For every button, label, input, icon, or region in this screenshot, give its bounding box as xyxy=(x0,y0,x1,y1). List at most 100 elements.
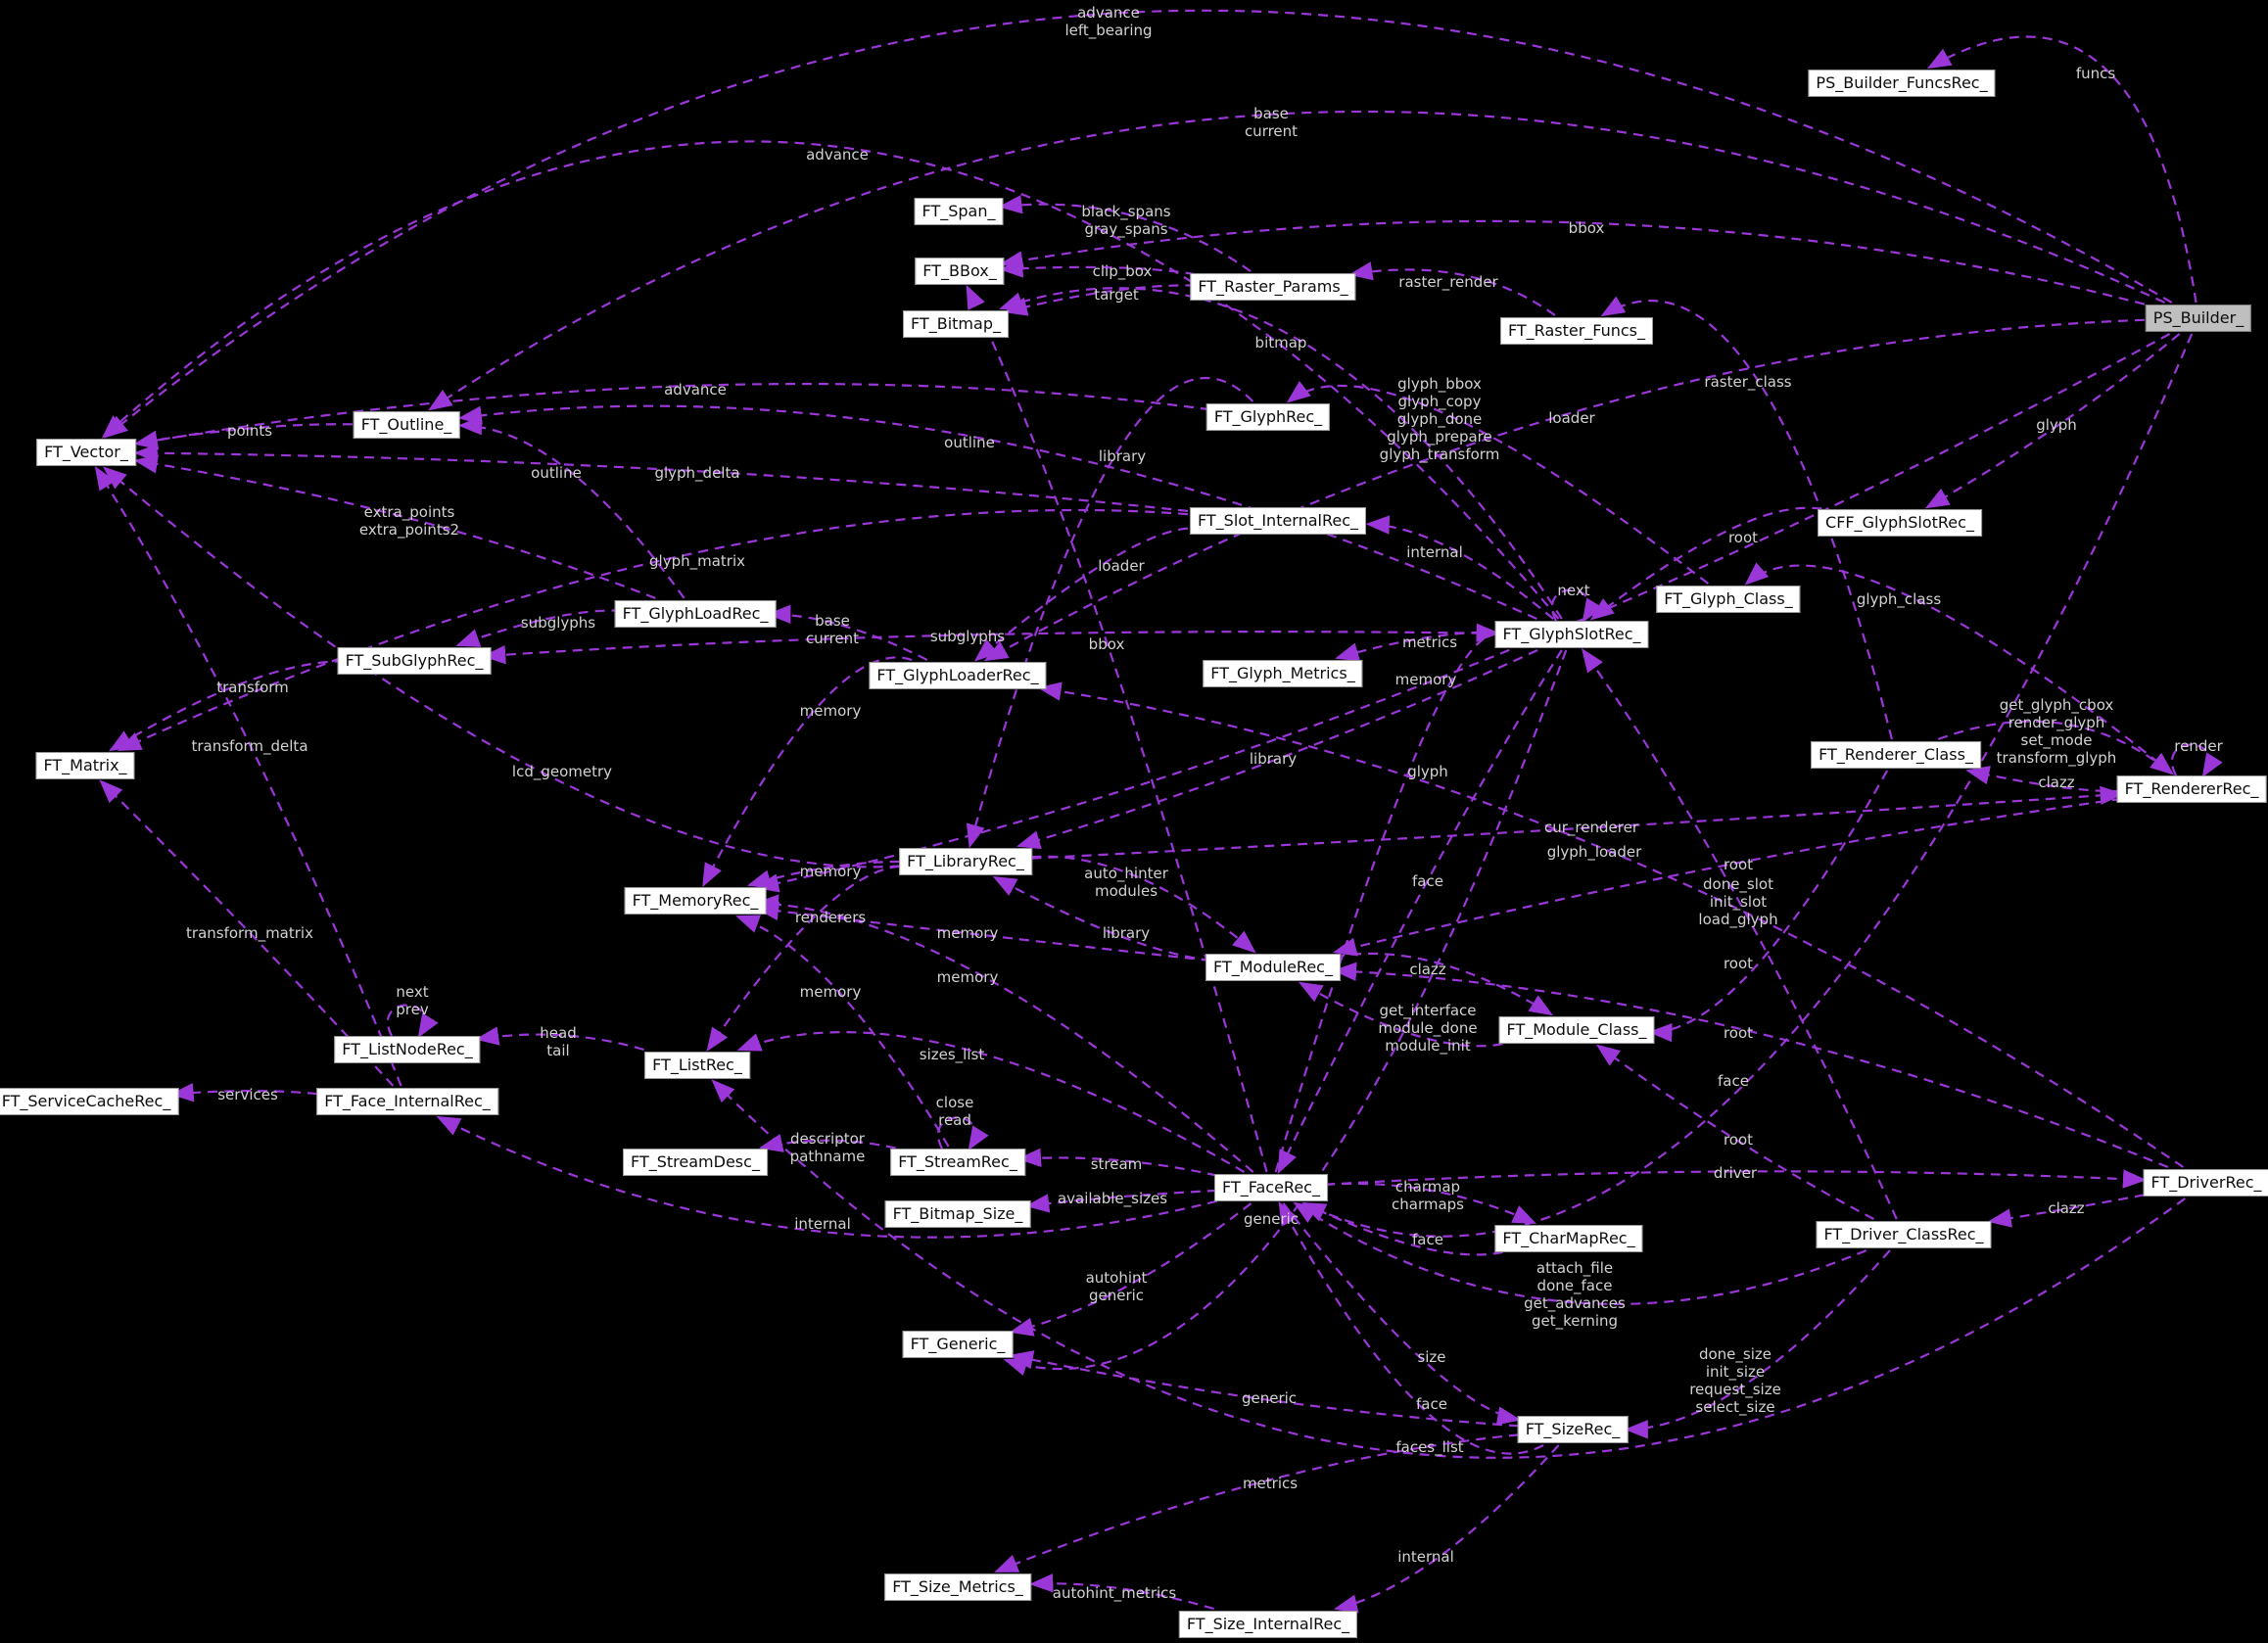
edge-label-root: root xyxy=(1723,1024,1754,1042)
edge-label-done_slot: done_slot init_slot load_glyph xyxy=(1698,875,1778,928)
edge-label-renderers: renderers xyxy=(794,909,867,926)
graph-node-FT_Matrix_[interactable]: FT_Matrix_ xyxy=(35,752,135,779)
edge-label-memory: memory xyxy=(799,702,862,720)
graph-node-FT_RendererRec_[interactable]: FT_RendererRec_ xyxy=(2116,775,2267,803)
edge-label-glyph_delta: glyph_delta xyxy=(654,464,740,482)
graph-node-FT_ListRec_[interactable]: FT_ListRec_ xyxy=(644,1052,750,1079)
edge-FT_LibraryRec_-FT_ListRec_ xyxy=(706,865,900,1052)
graph-node-FT_GlyphRec_[interactable]: FT_GlyphRec_ xyxy=(1205,403,1331,431)
graph-node-FT_FaceRec_[interactable]: FT_FaceRec_ xyxy=(1214,1174,1328,1201)
edge-label-generic: generic xyxy=(1243,1210,1299,1228)
edge-label-memory: memory xyxy=(799,863,862,880)
edge-FT_GlyphLoaderRec_-FT_MemoryRec_ xyxy=(702,656,913,888)
edge-label-memory: memory xyxy=(1394,671,1457,688)
edge-FT_Outline_-FT_Vector_ xyxy=(133,423,353,449)
graph-node-FT_DriverRec_[interactable]: FT_DriverRec_ xyxy=(2143,1169,2268,1197)
graph-node-FT_Span_[interactable]: FT_Span_ xyxy=(914,198,1004,225)
graph-node-FT_Driver_ClassRec_[interactable]: FT_Driver_ClassRec_ xyxy=(1816,1221,1992,1248)
edge-PS_Builder_-CFF_GlyphSlotRec_ xyxy=(1924,333,2181,509)
edge-label-library: library xyxy=(1102,924,1151,942)
edge-label-target: target xyxy=(1094,286,1139,304)
edge-label-root: root xyxy=(1723,955,1754,972)
edge-label-bitmap: bitmap xyxy=(1254,334,1307,352)
edge-FT_CharMapRec_-FT_FaceRec_ xyxy=(1301,1201,1503,1256)
graph-node-FT_Generic_[interactable]: FT_Generic_ xyxy=(902,1331,1014,1358)
edge-label-clip_box: clip_box xyxy=(1092,262,1153,280)
edge-FT_GlyphSlotRec_-FT_FaceRec_ xyxy=(1277,649,1563,1175)
graph-node-FT_SizeRec_[interactable]: FT_SizeRec_ xyxy=(1517,1416,1629,1443)
edge-label-clazz: clazz xyxy=(2048,1199,2085,1217)
edge-label-next: next prev xyxy=(396,983,429,1018)
edge-FT_ListNodeRec_-FT_ListNodeRec_ xyxy=(386,1004,439,1039)
edge-FT_Driver_ClassRec_-FT_FaceRec_ xyxy=(1293,1201,1867,1305)
graph-node-FT_LibraryRec_[interactable]: FT_LibraryRec_ xyxy=(899,848,1032,875)
graph-node-FT_Glyph_Metrics_[interactable]: FT_Glyph_Metrics_ xyxy=(1203,660,1363,687)
edge-FT_ListRec_-FT_ListNodeRec_ xyxy=(475,1026,644,1052)
graph-node-FT_Vector_[interactable]: FT_Vector_ xyxy=(36,439,136,466)
edge-label-available_sizes: available_sizes xyxy=(1057,1190,1168,1207)
graph-node-FT_Slot_InternalRec_[interactable]: FT_Slot_InternalRec_ xyxy=(1189,507,1367,535)
graph-node-PS_Builder_[interactable]: PS_Builder_ xyxy=(2145,305,2252,332)
graph-node-FT_BBox_[interactable]: FT_BBox_ xyxy=(915,258,1005,285)
edge-FT_LibraryRec_-FT_RendererRec_ xyxy=(1031,785,2124,860)
graph-node-FT_Size_Metrics_[interactable]: FT_Size_Metrics_ xyxy=(884,1573,1031,1601)
edge-label-face: face xyxy=(1412,872,1443,890)
graph-node-FT_GlyphLoadRec_[interactable]: FT_GlyphLoadRec_ xyxy=(614,600,777,628)
edge-label-transform_matrix: transform_matrix xyxy=(186,924,313,942)
graph-node-FT_Glyph_Class_[interactable]: FT_Glyph_Class_ xyxy=(1656,586,1801,613)
graph-node-FT_ModuleRec_[interactable]: FT_ModuleRec_ xyxy=(1205,954,1341,981)
edge-label-points: points xyxy=(226,422,273,440)
edge-FT_StreamRec_-FT_MemoryRec_ xyxy=(735,915,950,1148)
graph-node-PS_Builder_FuncsRec_[interactable]: PS_Builder_FuncsRec_ xyxy=(1808,70,1996,97)
edge-label-bbox: bbox xyxy=(1568,219,1605,237)
edge-FT_Slot_InternalRec_-FT_Matrix_ xyxy=(117,508,1189,752)
graph-node-FT_Size_InternalRec_[interactable]: FT_Size_InternalRec_ xyxy=(1178,1611,1358,1638)
edge-label-clazz: clazz xyxy=(1409,961,1446,978)
edge-label-cur_renderer: cur_renderer xyxy=(1544,819,1638,836)
graph-node-FT_Outline_[interactable]: FT_Outline_ xyxy=(353,411,460,439)
edge-FT_FaceRec_-FT_BBox_ xyxy=(966,284,1268,1173)
edge-FT_Face_InternalRec_-FT_Vector_ xyxy=(94,465,402,1087)
edge-label-extra_points: extra_points extra_points2 xyxy=(358,503,460,539)
graph-node-FT_CharMapRec_[interactable]: FT_CharMapRec_ xyxy=(1494,1225,1643,1252)
edge-label-auto_hinter: auto_hinter modules xyxy=(1084,865,1168,900)
graph-node-FT_ServiceCacheRec_[interactable]: FT_ServiceCacheRec_ xyxy=(0,1088,179,1115)
edge-FT_GlyphLoadRec_-FT_SubGlyphRec_ xyxy=(455,609,622,647)
edge-FT_GlyphSlotRec_-FT_Outline_ xyxy=(457,404,1537,621)
graph-node-FT_Face_InternalRec_[interactable]: FT_Face_InternalRec_ xyxy=(316,1088,498,1115)
graph-node-FT_GlyphLoaderRec_[interactable]: FT_GlyphLoaderRec_ xyxy=(869,662,1047,689)
edge-FT_Glyph_Class_-FT_GlyphRec_ xyxy=(1286,381,1710,585)
edge-label-root: root xyxy=(1723,856,1754,873)
graph-node-CFF_GlyphSlotRec_[interactable]: CFF_GlyphSlotRec_ xyxy=(1818,509,1982,537)
edge-label-get_interface: get_interface module_done module_init xyxy=(1378,1002,1478,1055)
edge-label-driver: driver xyxy=(1713,1164,1758,1182)
graph-node-FT_GlyphSlotRec_[interactable]: FT_GlyphSlotRec_ xyxy=(1494,621,1649,648)
graph-node-FT_Raster_Funcs_[interactable]: FT_Raster_Funcs_ xyxy=(1499,317,1654,345)
edge-FT_FaceRec_-FT_Generic_ xyxy=(1009,1202,1252,1337)
edge-FT_Raster_Params_-FT_Bitmap_ xyxy=(1003,284,1196,316)
edge-FT_FaceRec_-FT_MemoryRec_ xyxy=(754,894,1254,1173)
edge-label-subglyphs: subglyphs xyxy=(520,614,596,632)
edge-FT_Renderer_Class_-FT_Raster_Funcs_ xyxy=(1600,296,1893,740)
edge-label-transform: transform xyxy=(216,679,289,696)
edge-label-render: render xyxy=(2174,737,2223,755)
graph-node-FT_StreamDesc_[interactable]: FT_StreamDesc_ xyxy=(623,1149,768,1176)
edge-FT_RendererRec_-FT_Glyph_Class_ xyxy=(1744,562,2173,775)
edge-label-size: size xyxy=(1417,1348,1446,1366)
edge-label-services: services xyxy=(217,1086,278,1103)
graph-node-FT_Bitmap_Size_[interactable]: FT_Bitmap_Size_ xyxy=(884,1200,1031,1228)
edge-PS_Builder_-PS_Builder_FuncsRec_ xyxy=(1926,35,2197,304)
edge-FT_GlyphRec_-FT_LibraryRec_ xyxy=(966,376,1254,849)
graph-node-FT_Renderer_Class_[interactable]: FT_Renderer_Class_ xyxy=(1811,741,1981,769)
edge-label-internal: internal xyxy=(1406,543,1463,561)
edge-FT_Module_Class_-FT_ModuleRec_ xyxy=(1298,981,1503,1048)
graph-node-FT_StreamRec_[interactable]: FT_StreamRec_ xyxy=(890,1149,1025,1176)
graph-node-FT_Raster_Params_[interactable]: FT_Raster_Params_ xyxy=(1190,273,1356,301)
graph-node-FT_Module_Class_[interactable]: FT_Module_Class_ xyxy=(1498,1016,1655,1044)
edge-FT_LibraryRec_-FT_ModuleRec_ xyxy=(1031,855,1256,954)
graph-node-FT_MemoryRec_[interactable]: FT_MemoryRec_ xyxy=(624,887,767,915)
graph-node-FT_SubGlyphRec_[interactable]: FT_SubGlyphRec_ xyxy=(337,647,492,675)
graph-node-FT_Bitmap_[interactable]: FT_Bitmap_ xyxy=(903,310,1009,338)
graph-node-FT_ListNodeRec_[interactable]: FT_ListNodeRec_ xyxy=(334,1036,481,1063)
